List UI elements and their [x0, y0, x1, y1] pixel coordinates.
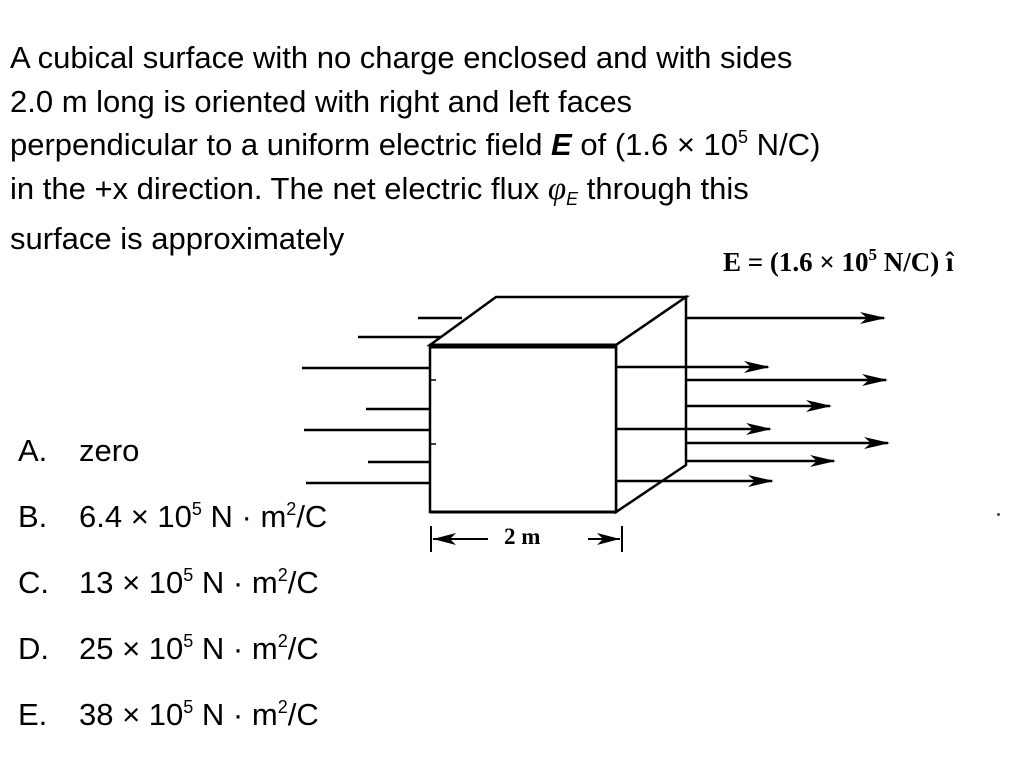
- question-line-2: 2.0 m long is oriented with right and le…: [10, 83, 633, 119]
- flux-symbol: φ: [547, 170, 567, 207]
- cube-right-face: [614, 294, 688, 515]
- flux-subscript: E: [566, 188, 579, 209]
- choice-exponent: 5: [191, 499, 202, 519]
- choice-unit-end: /C: [287, 631, 319, 666]
- choice-unit-end: /C: [287, 565, 319, 600]
- choice-text-main: 25 × 10: [79, 631, 184, 666]
- dimension-label: 2 m: [500, 524, 545, 550]
- choice-b[interactable]: B. 6.4 × 105 N · m2/C: [18, 499, 327, 565]
- choice-unit: N · m: [193, 565, 278, 600]
- question-line-4: in the +x direction. The net electric fl…: [10, 167, 1010, 212]
- choice-unit: N · m: [201, 499, 287, 534]
- choice-unit-exponent: 2: [286, 499, 297, 519]
- question-line-3-mid: of (1.6 × 10: [571, 127, 739, 162]
- choice-letter: D.: [18, 631, 49, 666]
- answer-choices: A. zero B. 6.4 × 105 N · m2/C C. 13 × 10…: [18, 433, 327, 763]
- choice-letter: E.: [18, 697, 48, 732]
- stray-dot: [997, 513, 1000, 516]
- choice-unit-end: /C: [296, 499, 328, 534]
- question-line-3-start: perpendicular to a uniform electric fiel…: [10, 127, 552, 162]
- choice-letter: A.: [18, 433, 48, 468]
- question-text: A cubical surface with no charge enclose…: [10, 36, 1010, 261]
- field-equation-label: E = (1.6 × 105 N/C) î: [723, 245, 954, 278]
- outgoing-field-lines: [616, 312, 890, 487]
- choice-e[interactable]: E. 38 × 105 N · m2/C: [18, 697, 327, 763]
- choice-exponent: 5: [183, 697, 194, 717]
- choice-text: zero: [79, 433, 139, 469]
- choice-text-main: zero: [79, 433, 140, 468]
- question-line-3-end: N/C): [748, 127, 821, 162]
- choice-a[interactable]: A. zero: [18, 433, 327, 499]
- question-line-5: surface is approximately: [10, 221, 345, 256]
- choice-text-main: 6.4 × 10: [79, 499, 192, 534]
- choice-c[interactable]: C. 13 × 105 N · m2/C: [18, 565, 327, 631]
- choice-unit: N · m: [193, 697, 278, 732]
- question-line-1: A cubical surface with no charge enclose…: [10, 40, 793, 75]
- field-symbol: E: [551, 127, 572, 162]
- choice-text: 38 × 105 N · m2/C: [79, 697, 319, 733]
- choice-unit: N · m: [193, 631, 278, 666]
- question-line-3: perpendicular to a uniform electric fiel…: [10, 123, 1010, 167]
- choice-unit-exponent: 2: [277, 697, 288, 717]
- choice-unit-exponent: 2: [277, 565, 288, 585]
- choice-text: 6.4 × 105 N · m2/C: [79, 499, 327, 535]
- cube-front-face: [428, 343, 618, 514]
- choice-d[interactable]: D. 25 × 105 N · m2/C: [18, 631, 327, 697]
- choice-text-main: 13 × 10: [79, 565, 184, 600]
- field-equation-start: E = (1.6 × 10: [723, 247, 869, 277]
- choice-exponent: 5: [183, 565, 194, 585]
- choice-exponent: 5: [183, 631, 194, 651]
- cube: [426, 294, 691, 515]
- field-equation-exponent: 5: [868, 245, 878, 264]
- field-exponent: 5: [738, 127, 749, 147]
- question-line-4-end: through this: [578, 170, 749, 206]
- field-equation-end: N/C) î: [877, 247, 954, 277]
- choice-letter: C.: [18, 565, 49, 600]
- choice-unit-end: /C: [287, 697, 319, 732]
- question-line-4-start: in the +x direction. The net electric fl…: [10, 170, 548, 206]
- choice-text-main: 38 × 10: [79, 697, 184, 732]
- choice-unit-exponent: 2: [277, 631, 288, 651]
- choice-text: 25 × 105 N · m2/C: [79, 631, 319, 667]
- choice-letter: B.: [18, 499, 48, 534]
- choice-text: 13 × 105 N · m2/C: [79, 565, 319, 601]
- cube-top-face: [426, 295, 691, 347]
